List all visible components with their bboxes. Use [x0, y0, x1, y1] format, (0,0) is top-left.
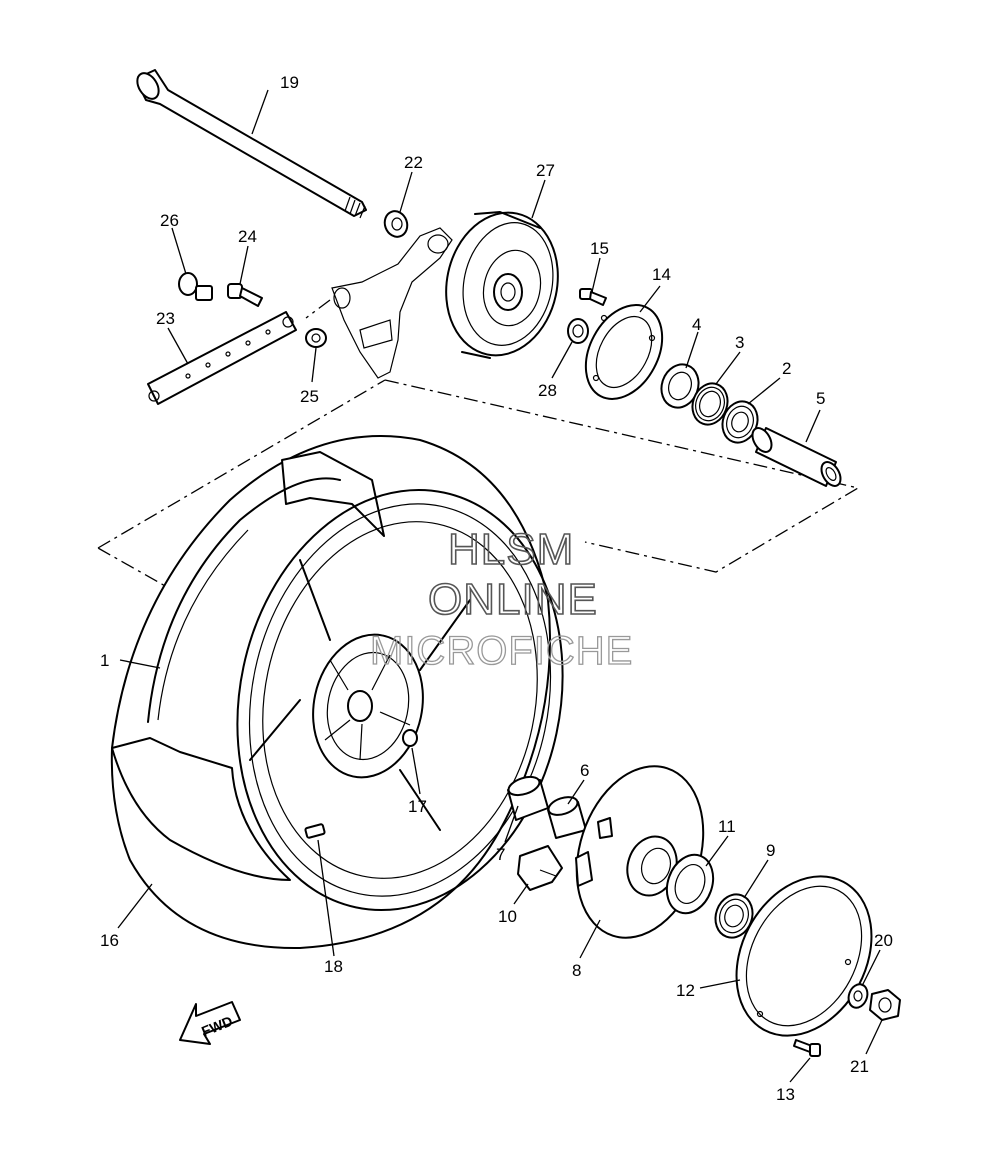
axle-19[interactable]: [133, 69, 367, 219]
watermark: HLSM ONLINE MICROFICHE: [369, 524, 633, 673]
bolt-24[interactable]: [227, 283, 263, 307]
callout-25[interactable]: 25: [300, 387, 319, 406]
callout-10[interactable]: 10: [498, 907, 517, 926]
callout-22[interactable]: 22: [404, 153, 423, 172]
callout-18[interactable]: 18: [324, 957, 343, 976]
callout-28[interactable]: 28: [538, 381, 557, 400]
callout-9[interactable]: 9: [766, 841, 775, 860]
bearing-3[interactable]: [687, 378, 733, 429]
callout-11[interactable]: 11: [718, 817, 736, 836]
hub-drum-27[interactable]: [433, 202, 571, 366]
callout-19[interactable]: 19: [280, 73, 299, 92]
balance-weight-18[interactable]: [304, 823, 326, 839]
cover-plate-14[interactable]: [571, 292, 678, 412]
callout-27[interactable]: 27: [536, 161, 555, 180]
callout-20[interactable]: 20: [874, 931, 893, 950]
callout-8[interactable]: 8: [572, 961, 581, 980]
wheel-1[interactable]: [147, 459, 601, 940]
callout-5[interactable]: 5: [816, 389, 825, 408]
clip-26[interactable]: [178, 272, 213, 301]
collar-5[interactable]: [749, 425, 845, 490]
forward-arrow-icon: FWD: [179, 1001, 241, 1045]
callout-4[interactable]: 4: [692, 315, 701, 334]
callout-7[interactable]: 7: [496, 845, 505, 864]
leader-lines: [117, 89, 883, 1083]
callout-16[interactable]: 16: [100, 931, 119, 950]
callout-12[interactable]: 12: [676, 981, 695, 1000]
caliper-bracket: [331, 227, 453, 379]
watermark-line1: HLSM: [448, 525, 574, 574]
callout-labels: 19 22 27 15 14 4 3 2 5 26 24 23 25 28 1 …: [100, 73, 893, 1104]
callout-21[interactable]: 21: [850, 1057, 869, 1076]
callout-3[interactable]: 3: [735, 333, 744, 352]
disc-hub-8[interactable]: [556, 750, 725, 954]
disc-cover-12[interactable]: [710, 853, 898, 1060]
bolt-13[interactable]: [793, 1039, 821, 1057]
callout-14[interactable]: 14: [652, 265, 671, 284]
washer-22[interactable]: [381, 208, 411, 240]
bearing-6[interactable]: [546, 794, 587, 839]
callout-24[interactable]: 24: [238, 227, 257, 246]
oil-seal-11[interactable]: [659, 848, 721, 919]
callout-2[interactable]: 2: [782, 359, 791, 378]
bolt-15[interactable]: [579, 288, 607, 306]
damper-10[interactable]: [517, 845, 563, 891]
callout-15[interactable]: 15: [590, 239, 609, 258]
watermark-line3: MICROFICHE: [370, 629, 633, 673]
callout-6[interactable]: 6: [580, 761, 589, 780]
watermark-line2: ONLINE: [428, 575, 598, 624]
callout-13[interactable]: 13: [776, 1085, 795, 1104]
callout-26[interactable]: 26: [160, 211, 179, 230]
axle-nut-21[interactable]: [869, 989, 901, 1021]
torque-arm-23[interactable]: [147, 311, 297, 405]
callout-1[interactable]: 1: [100, 651, 109, 670]
callout-23[interactable]: 23: [156, 309, 175, 328]
bushing-28[interactable]: [567, 318, 589, 344]
callout-17[interactable]: 17: [408, 797, 427, 816]
nut-25[interactable]: [305, 328, 327, 348]
valve-17[interactable]: [402, 729, 418, 747]
